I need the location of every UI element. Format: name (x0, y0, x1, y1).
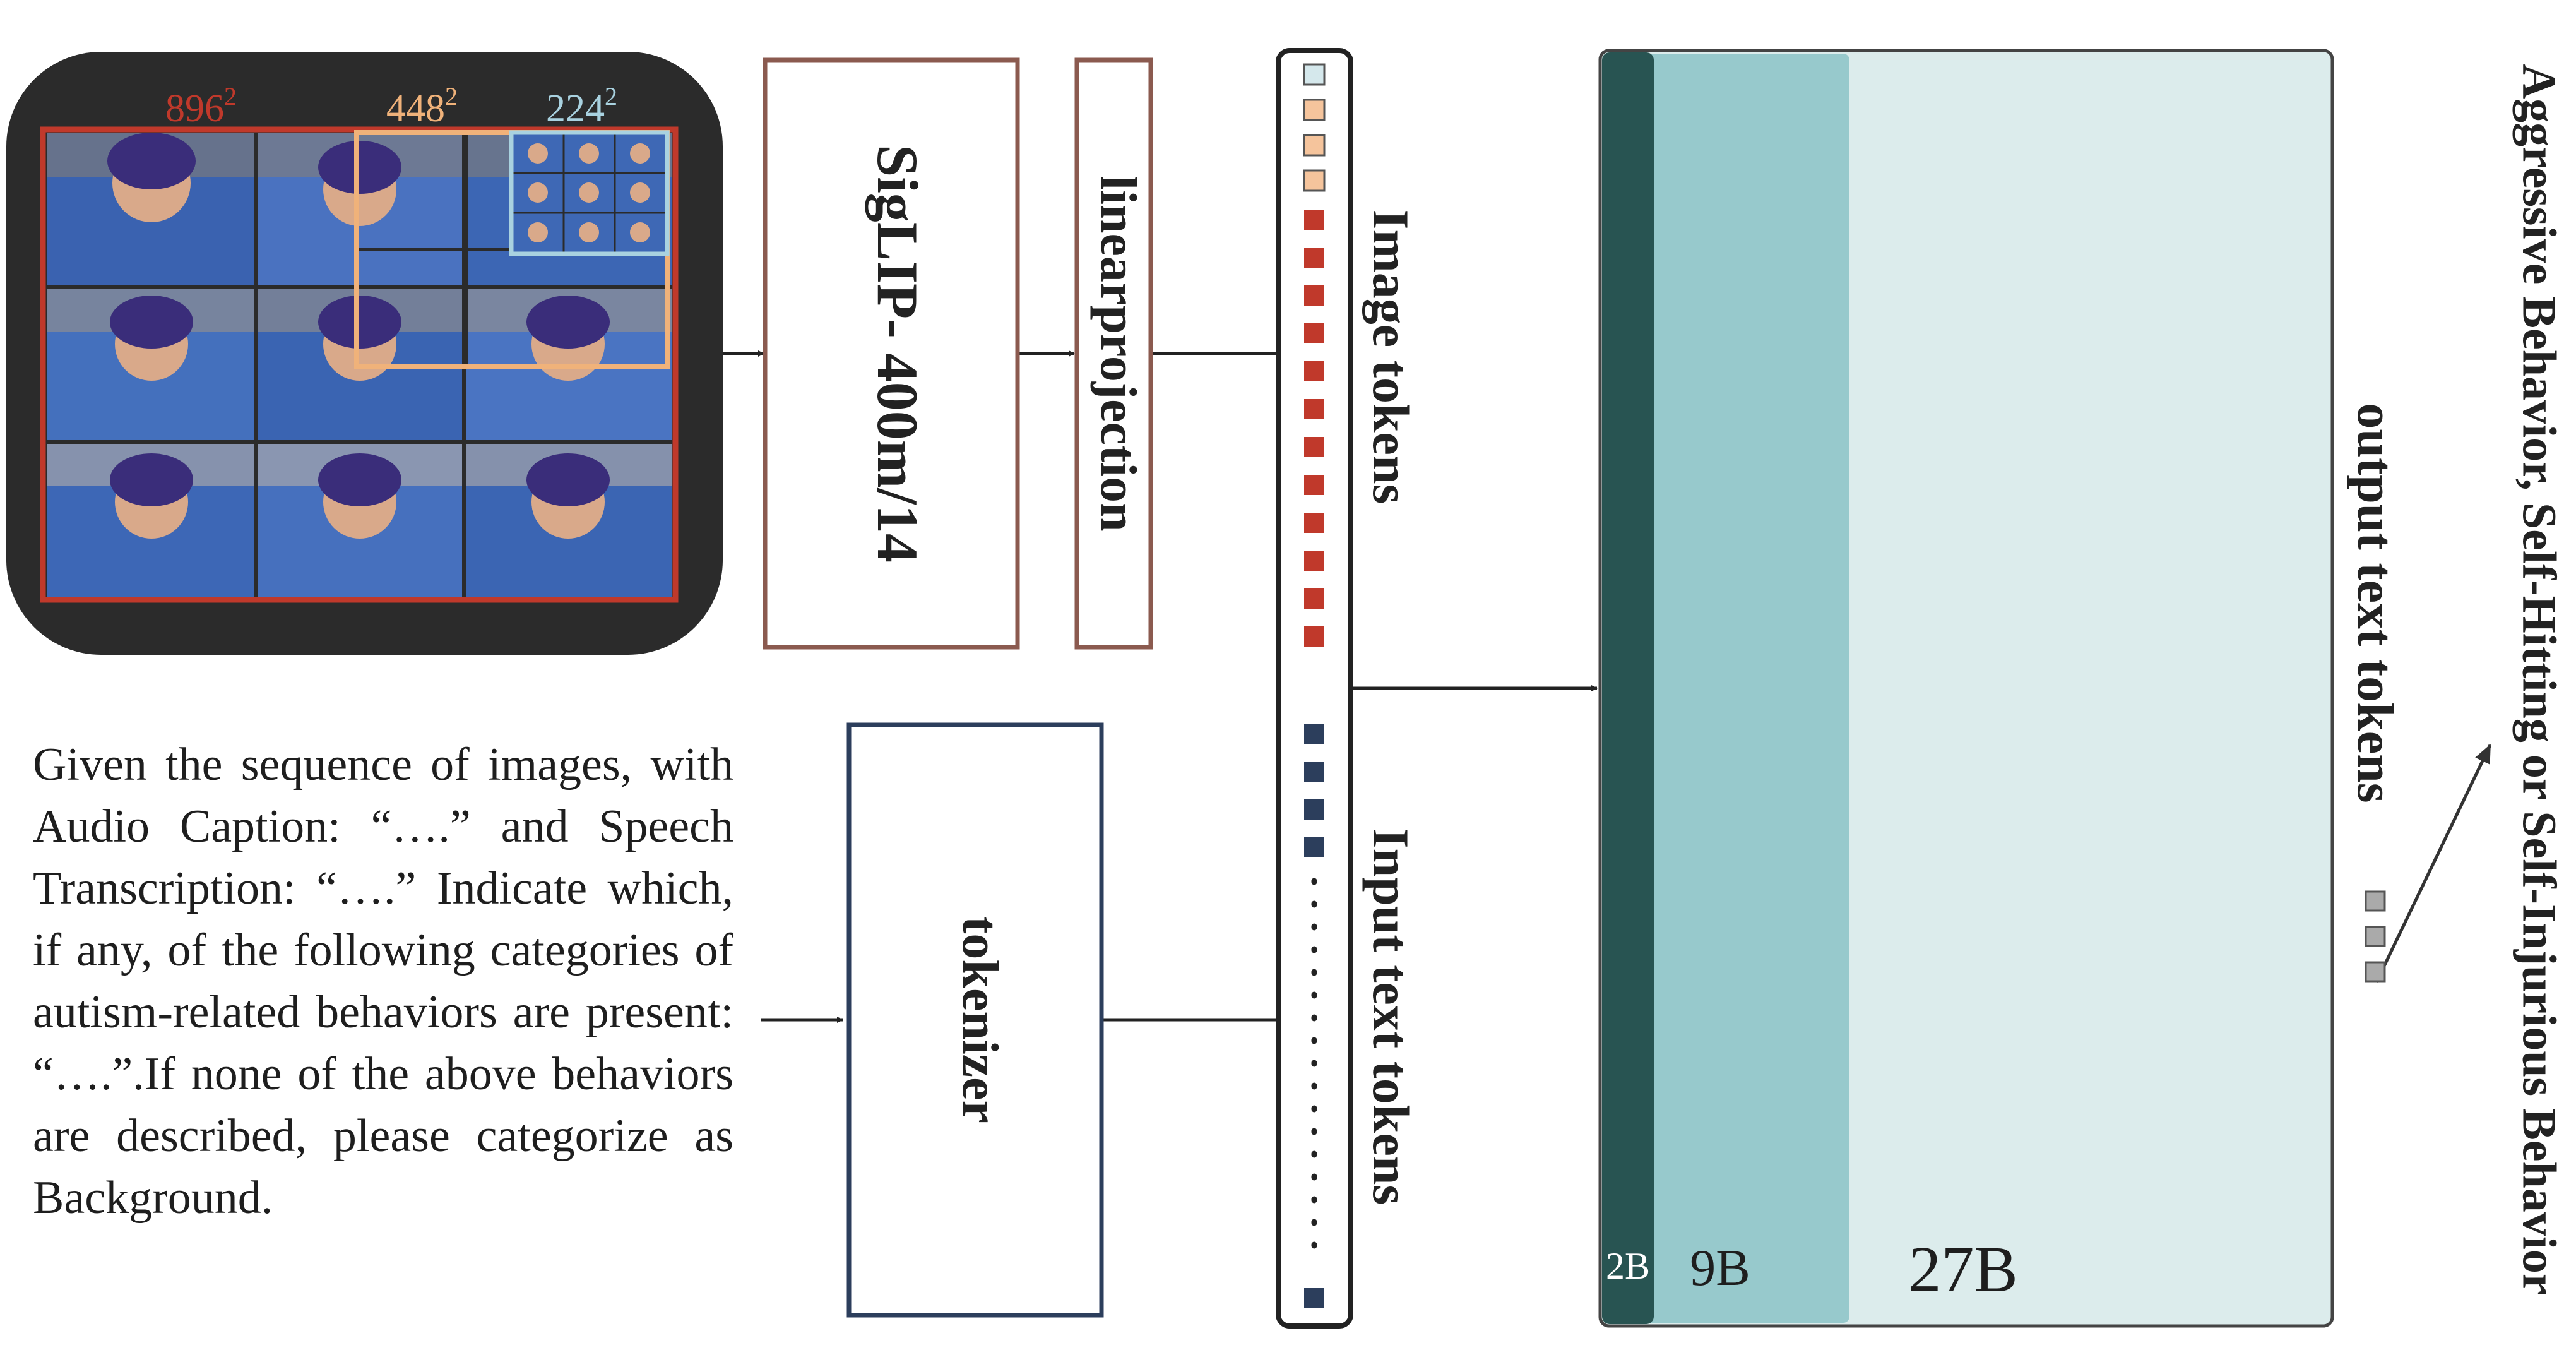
siglip-box (763, 57, 1020, 650)
arrow-output-to-behaviors (2375, 744, 2492, 983)
text-token (1304, 837, 1324, 857)
frame-border-896 (40, 126, 679, 603)
image-token (1304, 513, 1324, 533)
image-token (1304, 323, 1324, 343)
image-token (1304, 210, 1324, 230)
resolution-label-896: 8962 (165, 82, 237, 130)
language-model-block: 2B 9B 27B (1598, 49, 2334, 1328)
image-token (1304, 399, 1324, 419)
image-tokens-label: Image tokens (1362, 210, 1420, 505)
image-token (1303, 99, 1326, 121)
output-token (2365, 890, 2386, 912)
image-token (1304, 248, 1324, 268)
model-9b-region (1603, 54, 1849, 1323)
frame-border-224 (509, 130, 670, 256)
siglip-encoder-block: SigLIP- 400m/14 (763, 57, 1020, 650)
image-token (1304, 551, 1324, 571)
image-token (1304, 475, 1324, 495)
token-strip-frame (1276, 48, 1353, 1329)
image-tokens (1303, 63, 1326, 647)
resolution-label-224: 2242 (546, 82, 617, 130)
text-tokens (1304, 724, 1324, 1308)
model-size-27b: 27B (1908, 1233, 2017, 1306)
image-token (1304, 437, 1324, 457)
output-block: output text tokens Aggressive Behavior, … (2347, 64, 2565, 1294)
projection-box (1074, 57, 1153, 650)
tokenizer-block: tokenizer (846, 722, 1104, 1318)
frame-grid-224 (513, 134, 666, 253)
image-token (1303, 169, 1326, 192)
tokenizer-box (846, 722, 1104, 1318)
text-token (1304, 762, 1324, 782)
image-token (1304, 626, 1324, 647)
text-token (1304, 1288, 1324, 1308)
image-token (1304, 361, 1324, 381)
image-token (1303, 134, 1326, 157)
predicted-behaviors-label: Aggressive Behavior, Self-Hitting or Sel… (2513, 64, 2566, 1294)
image-panel: 8962 4482 2242 (6, 52, 723, 655)
output-token (2365, 961, 2386, 983)
text-token (1304, 724, 1324, 744)
input-text-tokens-label: Input text tokens (1362, 828, 1420, 1205)
text-token (1304, 799, 1324, 820)
linear-projection-block: linearprojection (1074, 57, 1153, 650)
image-token (1304, 588, 1324, 609)
projection-label: linearprojection (1090, 176, 1148, 531)
image-token (1303, 63, 1326, 86)
output-text-tokens-label: output text tokens (2347, 403, 2404, 803)
model-size-2b: 2B (1606, 1245, 1650, 1287)
model-2b-region (1602, 52, 1654, 1324)
resolution-label-448: 4482 (386, 82, 458, 130)
model-size-9b: 9B (1690, 1239, 1750, 1296)
siglip-label: SigLIP- 400m/14 (865, 145, 930, 563)
output-token (2365, 926, 2386, 947)
token-strip: Image tokens Input text tokens (1276, 48, 1420, 1329)
image-token (1304, 285, 1324, 306)
tokenizer-label: tokenizer (952, 916, 1009, 1123)
prompt-text: Given the sequence of images, with Audio… (33, 739, 733, 1224)
